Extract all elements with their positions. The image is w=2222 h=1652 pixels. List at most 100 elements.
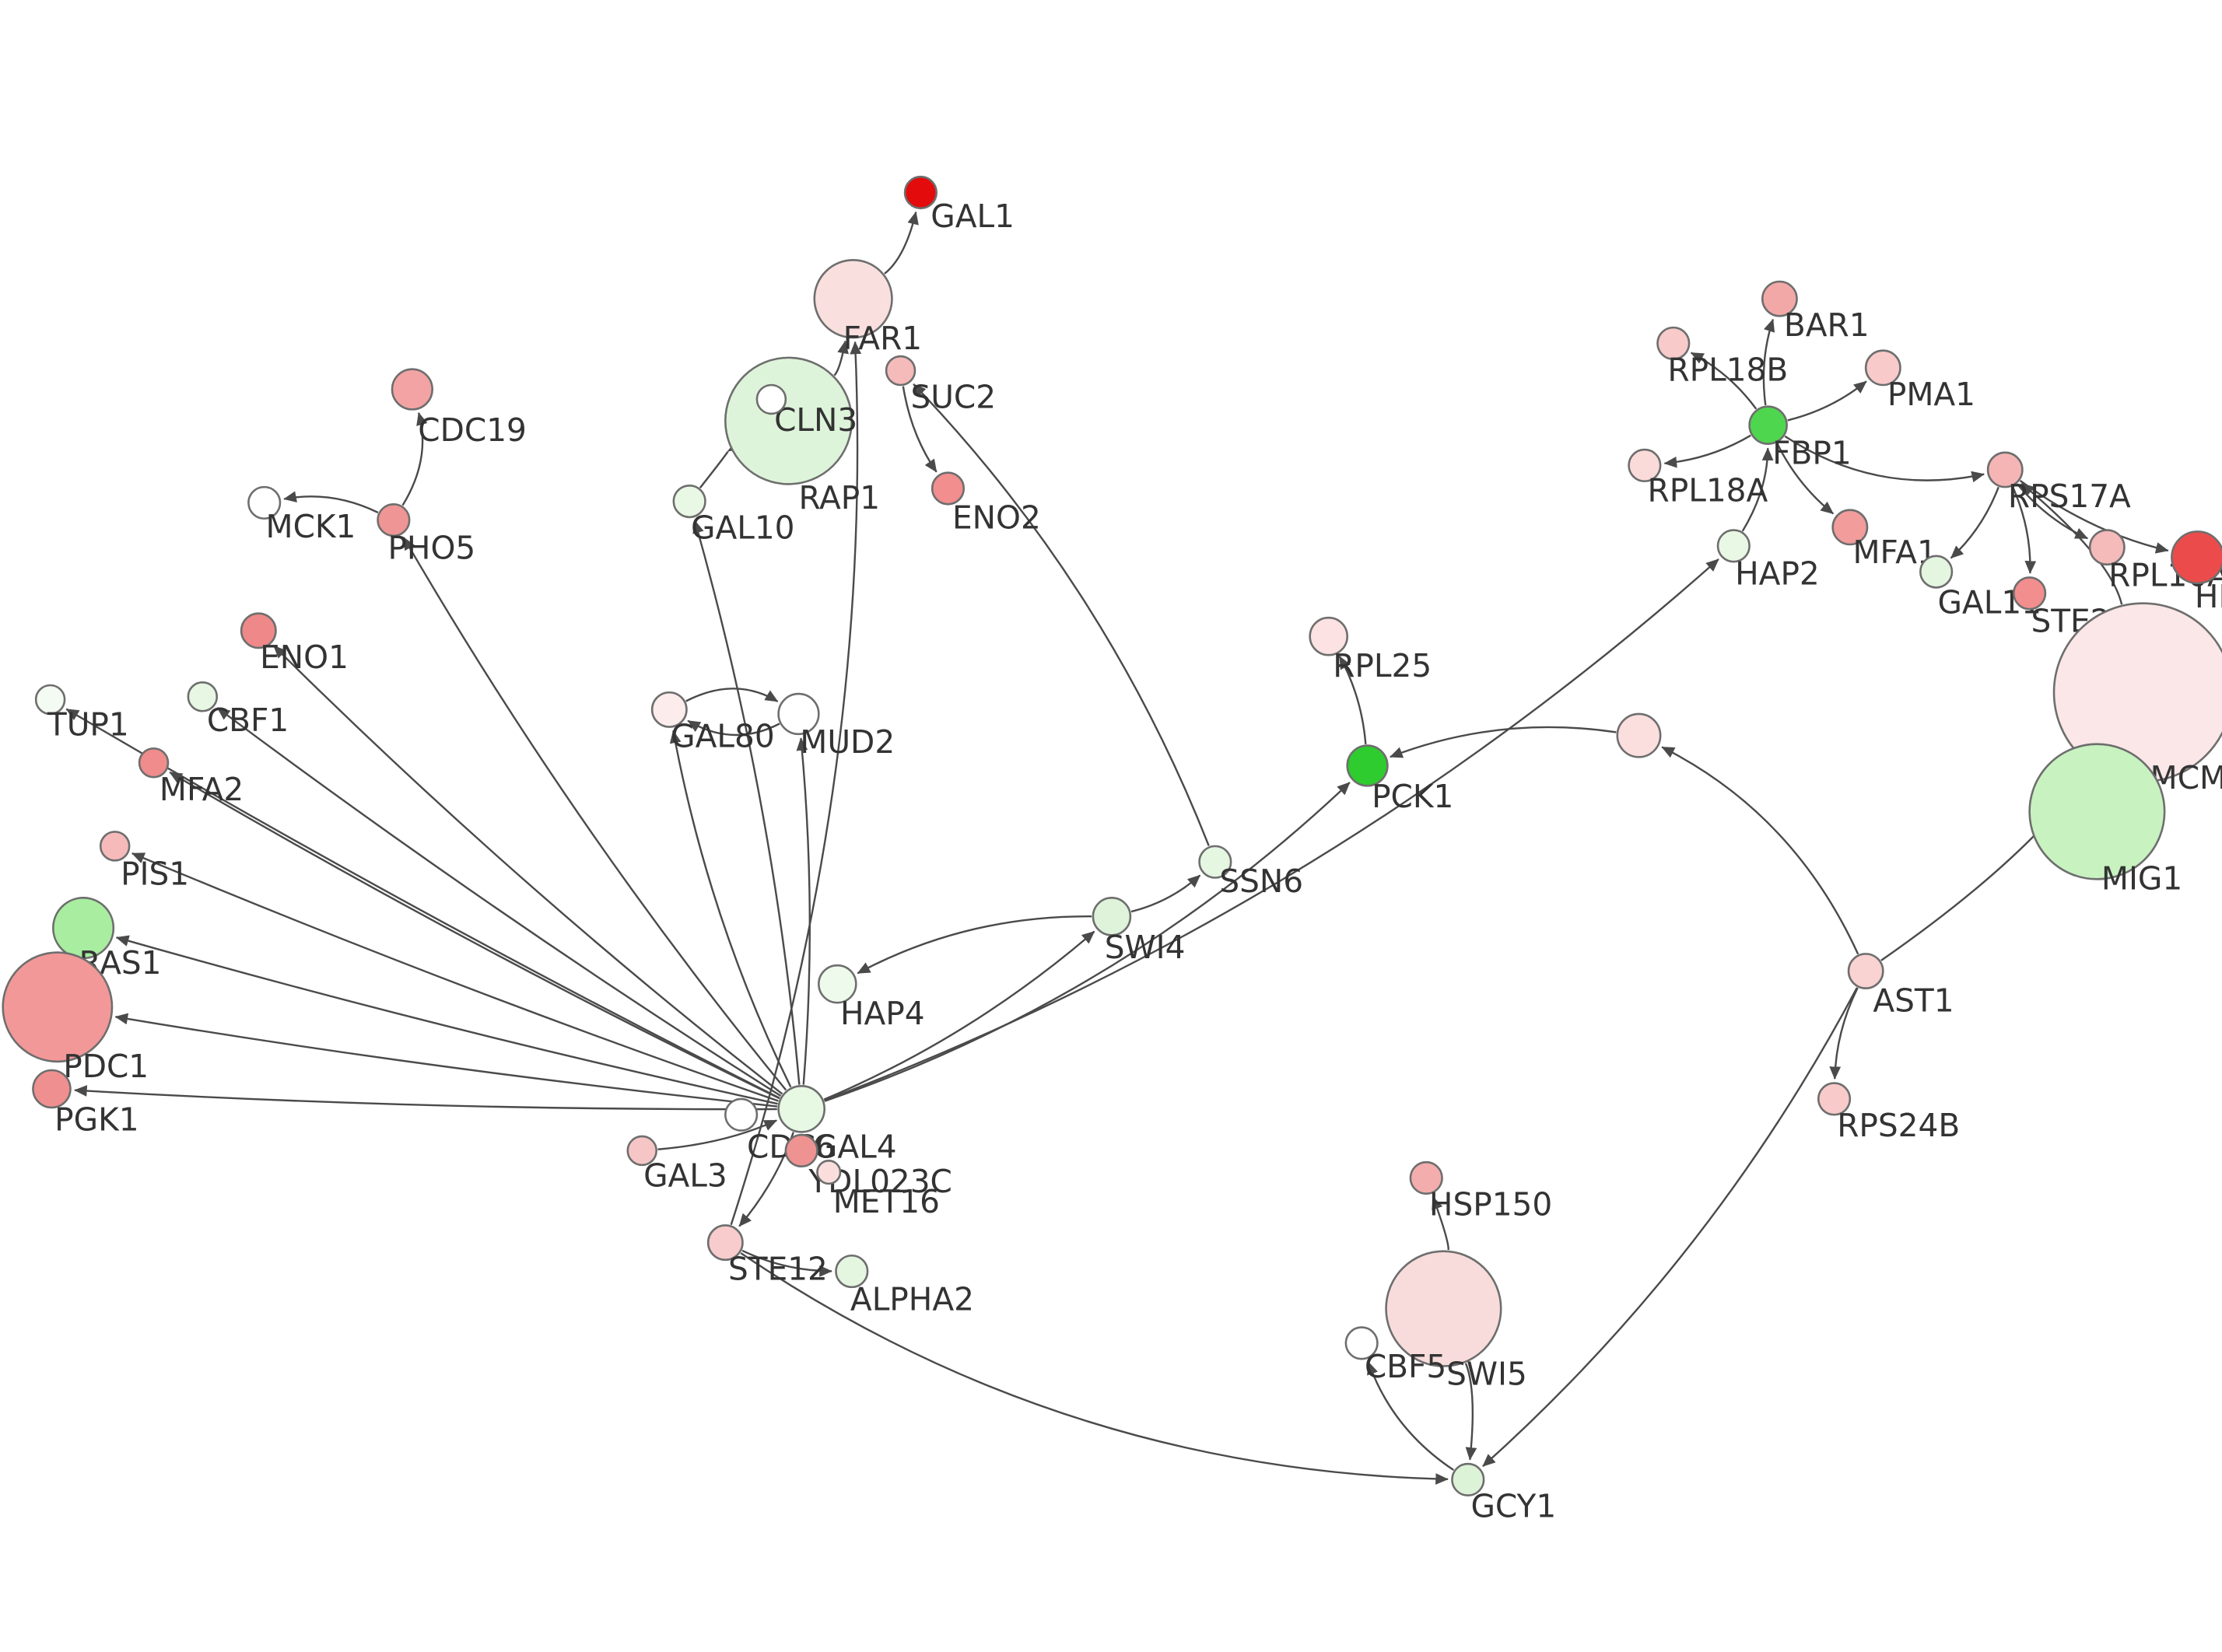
node-mfa1[interactable] [1831,509,1869,546]
edge-PCK1-RPL25[interactable] [1338,656,1367,745]
edge-SWI4-HAP4[interactable] [857,915,1092,975]
edge-GCY1-CBF5[interactable] [1367,1361,1454,1471]
edge-AST1-N1[interactable] [1661,746,1859,955]
edge-GAL4-TUP1[interactable] [65,708,780,1099]
edge-MUD2-GAL80[interactable] [687,719,780,737]
node-mig1[interactable] [2028,743,2166,880]
edge-FBP1-RPL18A[interactable] [1663,434,1751,468]
edge-GAL4-MUD2[interactable] [796,737,811,1085]
edge-GAL4-MFA2[interactable] [169,771,780,1100]
edge-GAL4-SWI4[interactable] [823,930,1095,1101]
edge-HAP2-FBP1[interactable] [1741,447,1774,532]
edge-GAL4-RAS1[interactable] [115,935,778,1105]
node-gal4[interactable] [777,1085,825,1133]
node-cbf1[interactable] [187,681,219,712]
node-ydl023c[interactable] [784,1133,818,1168]
node-gal11[interactable] [1919,555,1954,589]
edge-SWI5-HSP150[interactable] [1432,1196,1449,1251]
node-met16[interactable] [816,1160,842,1185]
node-eno2[interactable] [931,471,966,506]
edge-RPS17A-GAL11[interactable] [1950,486,1999,559]
edge-GAL4-HAP2[interactable] [824,558,1719,1101]
node-hsp150[interactable] [1409,1160,1443,1195]
edge-GAL4-PGK1[interactable] [74,1085,777,1111]
node-n1[interactable] [1616,712,1662,758]
edge-SSN6-SUC2[interactable] [913,383,1210,846]
edge-GAL4-PCK1[interactable] [824,782,1351,1102]
edge-GAL4-ENO1[interactable] [273,645,783,1095]
node-swi4[interactable] [1092,897,1132,936]
edge-STE12-FAR1[interactable] [730,341,862,1226]
node-pdc1[interactable] [2,951,114,1063]
node-his4[interactable] [2171,530,2222,585]
node-gal3[interactable] [626,1135,657,1167]
edge-FBP1-BAR1[interactable] [1762,318,1775,406]
node-cdc6[interactable] [724,1097,759,1132]
edge-SWI5-GCY1[interactable] [1464,1363,1477,1461]
node-fbp1[interactable] [1748,405,1788,446]
edge-GAL80-MUD2[interactable] [685,688,779,702]
edge-GAL10-CLN3[interactable] [699,439,742,488]
edge-PHO5-CDC19[interactable] [401,411,428,506]
node-pgk1[interactable] [32,1069,72,1109]
node-gcy1[interactable] [1451,1462,1485,1496]
node-ras1[interactable] [52,897,115,960]
node-hap2[interactable] [1716,529,1751,563]
edge-RPS17A-STE2[interactable] [2011,486,2037,574]
edge-SUC2-ENO2[interactable] [902,386,938,473]
node-alpha2[interactable] [835,1254,869,1289]
edge-GAL4-CBF1[interactable] [216,707,782,1097]
edge-FBP1-RPL18B[interactable] [1690,352,1758,410]
edge-RPS17A-HIS4[interactable] [2019,480,2169,554]
node-rap1[interactable] [755,383,787,415]
edge-STE12-ALPHA2[interactable] [741,1249,832,1277]
node-cbf5[interactable] [1344,1326,1379,1360]
edge-GAL4-GAL80[interactable] [669,730,792,1088]
edge-SWI4-SSN6[interactable] [1130,874,1201,913]
node-cln3[interactable] [724,356,853,485]
edge-GAL4-PHO5[interactable] [402,537,787,1091]
edge-FBP1-MFA1[interactable] [1775,443,1834,515]
node-mud2[interactable] [777,692,820,736]
edge-STE12-GCY1[interactable] [740,1252,1449,1485]
node-pma1[interactable] [1864,349,1901,387]
edge-FBP1-RPS17A[interactable] [1784,435,1985,483]
node-gal10[interactable] [672,484,706,519]
node-pck1[interactable] [1346,744,1389,787]
node-ste12[interactable] [706,1224,744,1262]
edge-CLN3-FAR1[interactable] [833,340,849,376]
node-eno1[interactable] [240,612,277,649]
node-rpl25[interactable] [1309,616,1348,656]
node-cdc19[interactable] [391,368,433,411]
edge-PHO5-MCK1[interactable] [283,491,379,514]
node-pis1[interactable] [99,831,131,862]
edge-FAR1-GAL1[interactable] [884,211,919,275]
node-rpl18a[interactable] [1628,448,1662,483]
node-mck1[interactable] [247,485,282,520]
node-mfa2[interactable] [138,747,170,779]
edge-AST1-GCY1[interactable] [1482,987,1858,1468]
node-ast1[interactable] [1847,953,1884,989]
node-rpl16a[interactable] [2088,529,2126,566]
node-suc2[interactable] [885,355,916,387]
edge-GAL4-PIS1[interactable] [131,852,779,1102]
node-rps24b[interactable] [1817,1082,1852,1116]
node-ste2[interactable] [2013,576,2047,611]
node-gal1[interactable] [903,175,938,210]
edge-AST1-RPS24B[interactable] [1829,987,1859,1080]
node-rpl18b[interactable] [1656,326,1691,361]
edge-GAL3-GAL4[interactable] [657,1119,778,1150]
node-swi5[interactable] [1385,1250,1502,1367]
node-hap4[interactable] [818,964,857,1004]
node-gal80[interactable] [650,691,688,728]
node-bar1[interactable] [1761,280,1798,317]
node-ssn6[interactable] [1198,845,1232,879]
node-tup1[interactable] [34,684,66,716]
edge-FBP1-PMA1[interactable] [1787,380,1867,422]
node-pho5[interactable] [377,502,411,537]
node-rps17a[interactable] [1986,451,2024,488]
edge-N1-PCK1[interactable] [1390,726,1617,758]
node-far1[interactable] [813,259,893,339]
edge-GAL4-GAL10[interactable] [692,520,801,1085]
edge-GAL4-PDC1[interactable] [114,1013,778,1108]
